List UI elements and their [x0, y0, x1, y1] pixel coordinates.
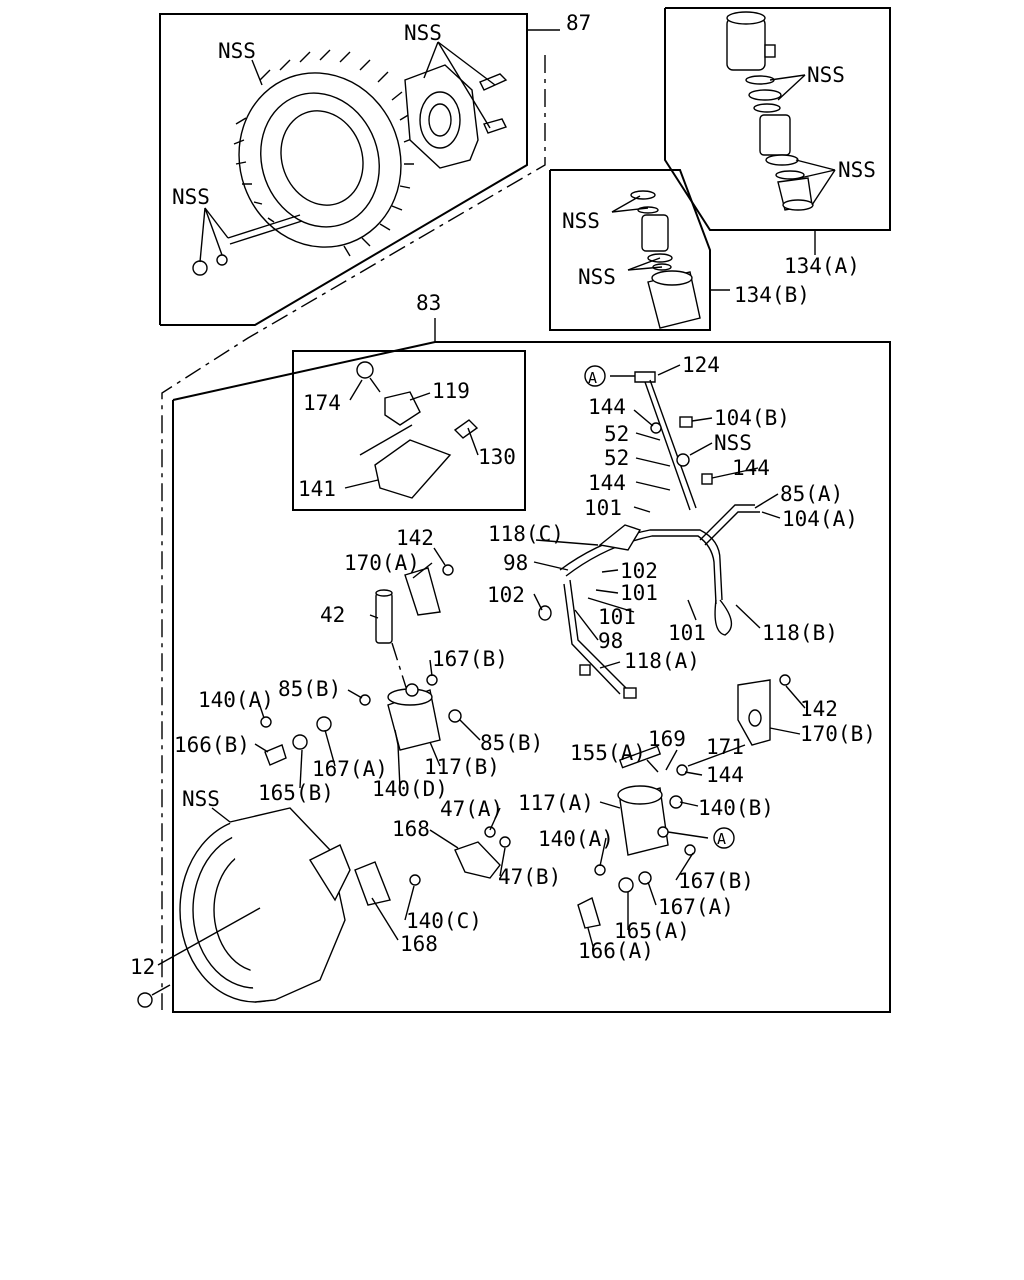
label-85b-b: 85(B) [480, 731, 543, 755]
label-118b: 118(B) [762, 621, 838, 645]
label-87: 87 [566, 11, 591, 35]
label-134b: 134(B) [734, 283, 810, 307]
label-nss-134a-bottom: NSS [838, 158, 876, 182]
label-nss-fan: NSS [218, 39, 256, 63]
label-52-a: 52 [604, 422, 629, 446]
label-118c: 118(C) [488, 522, 564, 546]
label-170b: 170(B) [800, 722, 876, 746]
label-170a: 170(A) [344, 551, 420, 575]
label-nss-134b-bottom: NSS [578, 265, 616, 289]
label-52-b: 52 [604, 446, 629, 470]
bracket-87-part [404, 64, 508, 169]
label-168-b: 168 [400, 932, 438, 956]
part-134a-assembly [726, 11, 814, 211]
label-140a-a: 140(A) [198, 688, 274, 712]
label-101-a: 101 [584, 496, 622, 520]
label-47b: 47(B) [498, 865, 561, 889]
linkage-166a-part [577, 864, 652, 929]
label-166a: 166(A) [578, 939, 654, 963]
stud-bolts-part [192, 214, 303, 276]
label-174: 174 [303, 391, 341, 415]
label-140c: 140(C) [406, 909, 482, 933]
solenoid-117a-part [617, 745, 696, 856]
label-101-b: 101 [620, 581, 658, 605]
label-117b: 117(B) [424, 755, 500, 779]
label-nss-studs: NSS [172, 185, 210, 209]
label-167a-b: 167(A) [658, 895, 734, 919]
callout-a-bottom: A [717, 830, 726, 848]
inset-frame-134a [664, 7, 891, 255]
label-118a: 118(A) [624, 649, 700, 673]
label-12: 12 [130, 955, 155, 979]
label-117a: 117(A) [518, 791, 594, 815]
label-166b: 166(B) [174, 733, 250, 757]
leader-lines [157, 41, 836, 966]
label-nss-drum: NSS [182, 787, 220, 811]
inset-frame-134b [549, 169, 730, 331]
plate-168-lower-part [354, 861, 421, 906]
label-167b-a: 167(B) [432, 647, 508, 671]
label-167a-a: 167(A) [312, 757, 388, 781]
label-168-a: 168 [392, 817, 430, 841]
solenoid-117b-part [359, 674, 462, 751]
fan-disc-part [233, 49, 415, 257]
part-134b-assembly [630, 190, 701, 329]
callout-circle-a-bottom [713, 827, 735, 849]
label-142-b: 142 [800, 697, 838, 721]
label-140b: 140(B) [698, 796, 774, 820]
inset-frame-174-141 [292, 350, 526, 511]
inset-frame-87 [159, 13, 560, 326]
rod-42-part [375, 589, 411, 701]
pipe-harness-118-part [538, 504, 760, 699]
label-142-a: 142 [396, 526, 434, 550]
label-165b: 165(B) [258, 781, 334, 805]
part-labels: 87 NSS NSS NSS NSS NSS 134(A) NSS NSS 13… [130, 11, 876, 979]
label-nss-134a-top: NSS [807, 63, 845, 87]
label-nss-bracket: NSS [404, 21, 442, 45]
label-104b: 104(B) [714, 406, 790, 430]
label-102-b: 102 [487, 583, 525, 607]
plate-168-upper-part [454, 826, 511, 879]
connector-124-part [634, 371, 713, 511]
label-101-c: 101 [598, 605, 636, 629]
label-167b-b: 167(B) [678, 869, 754, 893]
label-nss-tube: NSS [714, 431, 752, 455]
label-130: 130 [478, 445, 516, 469]
label-144-c: 144 [588, 471, 626, 495]
plate-170a-part [404, 564, 454, 616]
label-144-b: 144 [732, 456, 770, 480]
label-171: 171 [706, 735, 744, 759]
label-169: 169 [648, 727, 686, 751]
label-141: 141 [298, 477, 336, 501]
label-124: 124 [682, 353, 720, 377]
linkage-166b-part [260, 716, 332, 766]
label-102-a: 102 [620, 559, 658, 583]
label-101-d: 101 [668, 621, 706, 645]
label-134a: 134(A) [784, 254, 860, 278]
label-140d: 140(D) [372, 777, 448, 801]
callout-a-top: A [588, 369, 597, 387]
plate-170b-part [737, 674, 791, 746]
label-83: 83 [416, 291, 441, 315]
label-165a: 165(A) [614, 919, 690, 943]
label-47a: 47(A) [440, 797, 503, 821]
label-104a: 104(A) [782, 507, 858, 531]
label-140a-b: 140(A) [538, 827, 614, 851]
label-85a: 85(A) [780, 482, 843, 506]
brake-drum-part [137, 807, 351, 1008]
label-119: 119 [432, 379, 470, 403]
label-98-a: 98 [503, 551, 528, 575]
callout-circle-a-top [584, 365, 606, 387]
label-42: 42 [320, 603, 345, 627]
label-85b-a: 85(B) [278, 677, 341, 701]
label-155a: 155(A) [570, 741, 646, 765]
label-98-b: 98 [598, 629, 623, 653]
label-144-d: 144 [706, 763, 744, 787]
label-144-a: 144 [588, 395, 626, 419]
label-nss-134b-top: NSS [562, 209, 600, 233]
